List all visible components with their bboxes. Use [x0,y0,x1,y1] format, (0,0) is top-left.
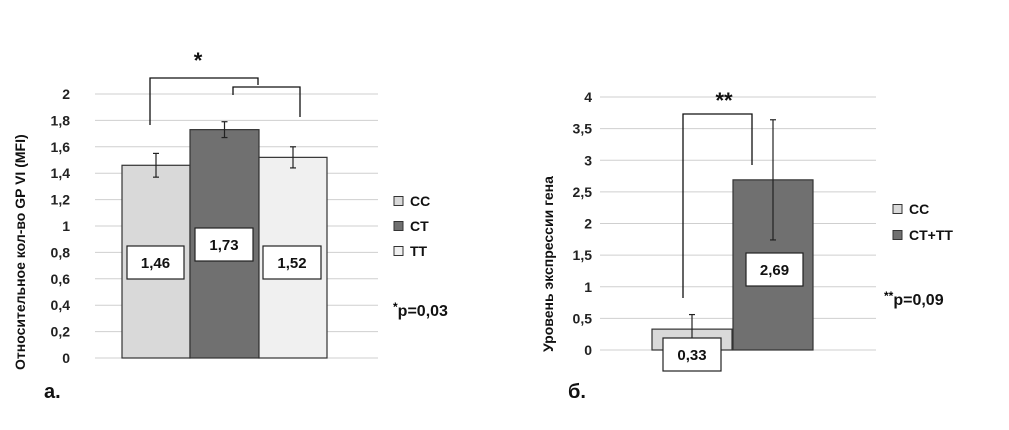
b-y-tick-labels: 0 0,5 1 1,5 2 2,5 3 3,5 4 [573,89,593,358]
a-data-label: 1,46 [141,255,170,272]
a-y-tick-label: 0,6 [51,271,71,287]
a-y-tick-label: 1,4 [51,165,71,181]
chart-panel-b: 0 0,5 1 1,5 2 2,5 3 3,5 4 Уровень экспрессии ген… [540,88,953,403]
a-y-tick-labels: 0 0,2 0,4 0,6 0,8 1 1,2 1,4 1,6 1,8 2 [51,86,71,366]
b-y-tick-label: 3,5 [573,121,593,137]
b-p-value: **p=0,09 [884,289,944,309]
b-legend-swatch [892,230,903,240]
b-p-value-text: p=0,09 [893,292,943,309]
a-legend: CC CT TT [393,193,430,259]
a-legend-swatch [393,221,404,231]
b-gridlines [600,96,876,351]
a-y-tick-label: 0,8 [51,244,71,260]
a-y-tick-label: 0,4 [51,297,71,313]
b-y-tick-label: 4 [584,89,592,105]
b-y-tick-label: 0,5 [573,310,593,326]
a-panel-label: а. [44,381,61,403]
a-legend-swatch [393,196,404,206]
a-significance-brackets [149,77,301,125]
a-p-value-star: * [393,300,398,314]
b-legend-swatch [892,204,903,214]
a-y-tick-label: 2 [62,86,70,102]
a-p-value-text: p=0,03 [398,303,448,320]
a-y-tick-label: 1 [62,218,70,234]
b-y-axis-label: Уровень экспрессии гена [540,176,556,352]
b-y-tick-label: 2,5 [573,184,593,200]
b-panel-label: б. [568,381,586,403]
a-legend-label: CC [410,193,430,209]
a-y-tick-label: 1,2 [51,192,71,208]
b-y-tick-label: 3 [584,152,592,168]
b-y-tick-label: 2 [584,216,592,232]
b-legend-label: CT+TT [909,227,953,243]
chart-panel-a: 0 0,2 0,4 0,6 0,8 1 1,2 1,4 1,6 1,8 2 Относительно… [12,48,448,403]
b-data-label: 0,33 [677,347,706,364]
a-significance-marker: * [194,48,203,73]
a-y-tick-label: 1,8 [51,112,71,128]
b-y-tick-label: 1,5 [573,247,593,263]
a-legend-swatch [393,246,404,256]
b-p-value-star: ** [884,289,894,303]
a-error-bars [153,121,296,178]
a-value-labels: 1,46 1,73 1,52 [126,227,322,280]
b-value-labels: 0,33 2,69 [662,252,804,372]
b-data-label-box [745,252,804,287]
b-data-label: 2,69 [760,262,789,279]
a-y-tick-label: 0 [62,350,70,366]
a-data-label: 1,73 [209,237,238,254]
a-y-tick-label: 0,2 [51,324,71,340]
a-y-axis-label: Относительное кол-во GP VI (MFI) [12,134,28,370]
b-y-tick-label: 1 [584,279,592,295]
a-p-value: *p=0,03 [393,300,448,320]
b-data-label-box [662,337,722,372]
b-y-tick-label: 0 [584,342,592,358]
b-significance-bracket [682,113,753,298]
b-significance-marker: ** [715,88,733,113]
b-legend: CC CT+TT [892,201,953,243]
a-y-tick-label: 1,6 [51,139,71,155]
a-data-label-box [126,245,185,280]
a-legend-label: TT [410,243,428,259]
a-data-label: 1,52 [277,255,306,272]
a-data-label-box [194,227,254,262]
a-legend-label: CT [410,218,429,234]
a-data-label-box [262,245,322,280]
b-legend-label: CC [909,201,929,217]
